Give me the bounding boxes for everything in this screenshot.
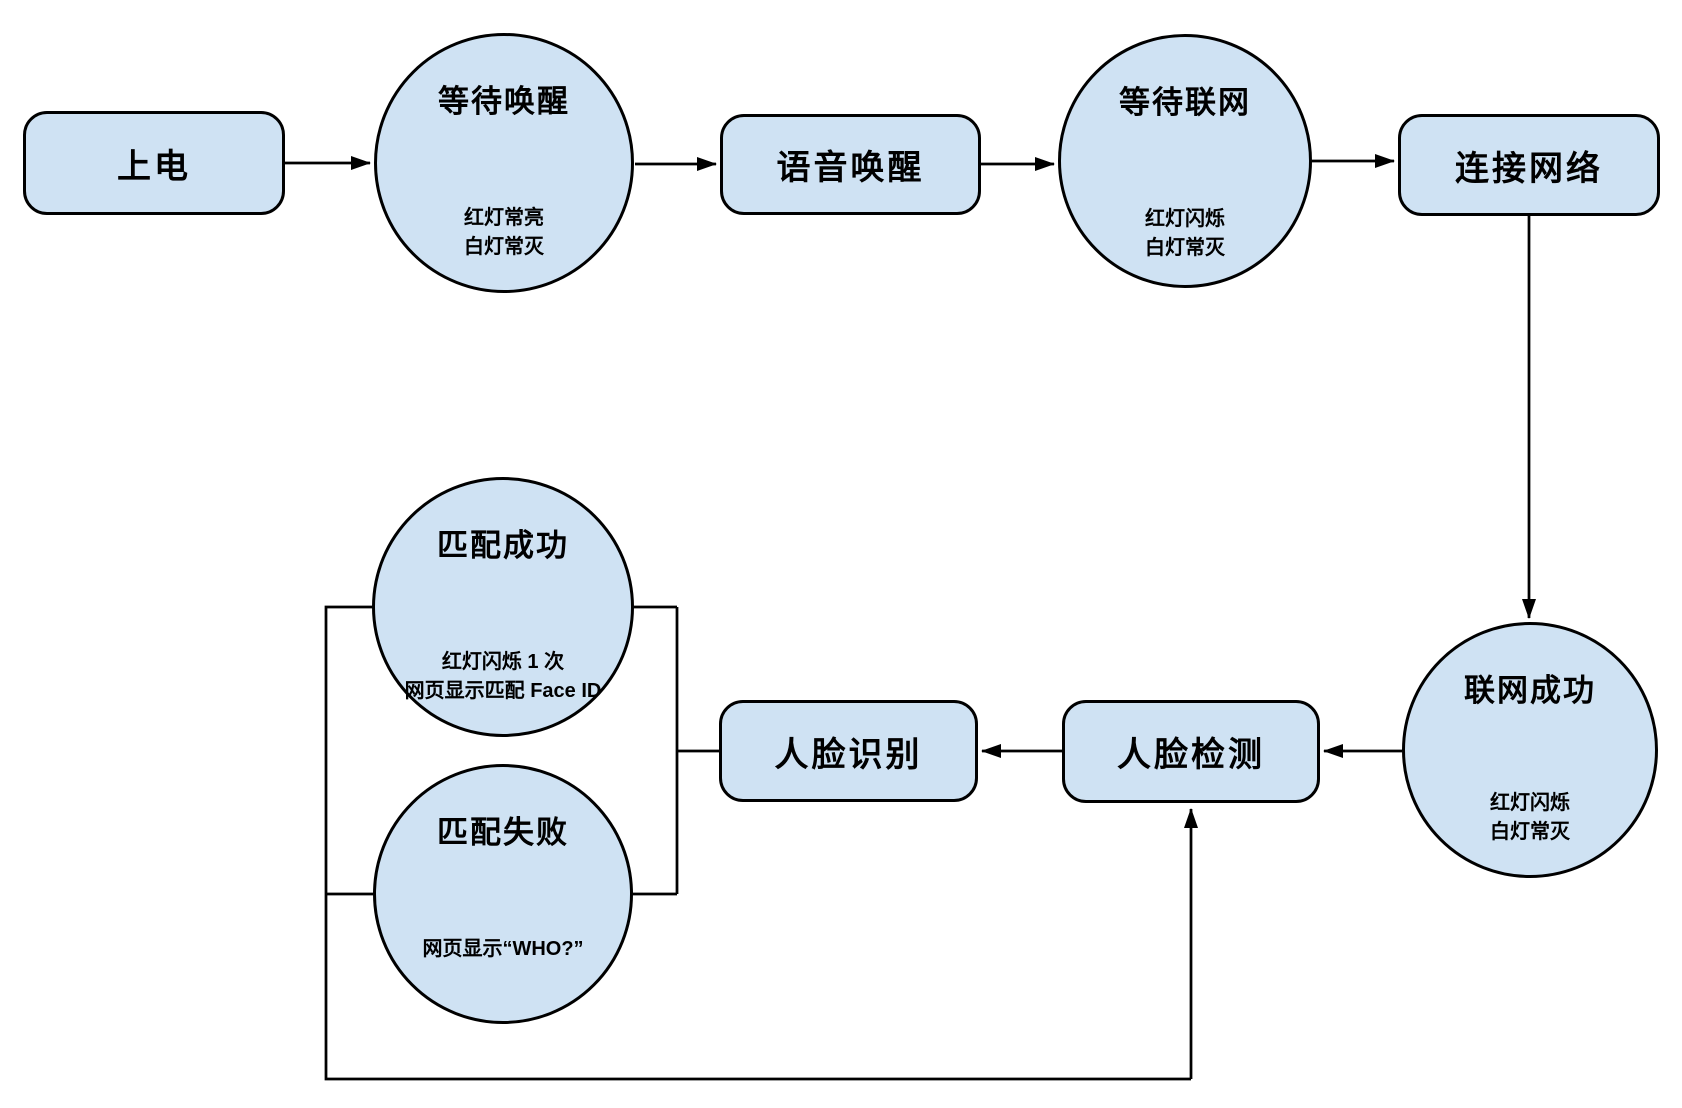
node-wait-network: 等待联网 红灯闪烁 白灯常灭 [1058,34,1312,288]
node-match-success: 匹配成功 红灯闪烁 1 次 网页显示匹配 Face ID [372,477,634,737]
edge-match-results-loop-bracket [324,605,1191,1081]
node-wait-network-sub2: 白灯常灭 [1145,237,1225,259]
node-face-detect: 人脸检测 [1062,700,1320,803]
node-voice-wake: 语音唤醒 [720,114,981,215]
node-match-fail-sub1: 网页显示“WHO?” [422,938,584,960]
node-match-fail-subtext: 网页显示“WHO?” [376,935,630,964]
node-power-on-label: 上电 [117,147,191,186]
node-network-success-title: 联网成功 [1464,673,1596,708]
node-voice-wake-label: 语音唤醒 [776,149,925,187]
node-match-success-title: 匹配成功 [437,528,569,563]
node-match-success-sub2: 网页显示匹配 Face ID [404,680,602,702]
edge-face-recognize-branch-bracket [633,605,719,896]
node-wait-wake-sub2: 白灯常灭 [464,236,544,258]
node-power-on: 上电 [23,111,285,215]
node-wait-wake-sub1: 红灯常亮 [464,207,544,229]
node-network-success-subtext: 红灯闪烁 白灯常灭 [1405,789,1655,847]
node-wait-network-sub1: 红灯闪烁 [1145,208,1225,230]
node-match-success-subtext: 红灯闪烁 1 次 网页显示匹配 Face ID [375,648,631,706]
node-wait-wake: 等待唤醒 红灯常亮 白灯常灭 [374,33,634,293]
node-wait-wake-title: 等待唤醒 [438,84,570,119]
node-match-success-sub1: 红灯闪烁 1 次 [441,651,565,673]
node-network-success: 联网成功 红灯闪烁 白灯常灭 [1402,622,1658,878]
node-match-fail-title: 匹配失败 [437,815,569,850]
node-network-success-sub1: 红灯闪烁 [1490,792,1570,814]
node-network-success-sub2: 白灯常灭 [1490,821,1570,843]
node-face-detect-label: 人脸检测 [1117,736,1265,774]
node-match-fail: 匹配失败 网页显示“WHO?” [373,764,633,1024]
node-connect-network: 连接网络 [1398,114,1660,216]
node-wait-network-title: 等待联网 [1119,85,1251,120]
node-face-recognize-label: 人脸识别 [774,735,923,774]
node-wait-network-subtext: 红灯闪烁 白灯常灭 [1061,205,1309,263]
node-wait-wake-subtext: 红灯常亮 白灯常灭 [377,204,631,262]
node-connect-network-label: 连接网络 [1455,149,1603,188]
node-face-recognize: 人脸识别 [719,700,978,802]
